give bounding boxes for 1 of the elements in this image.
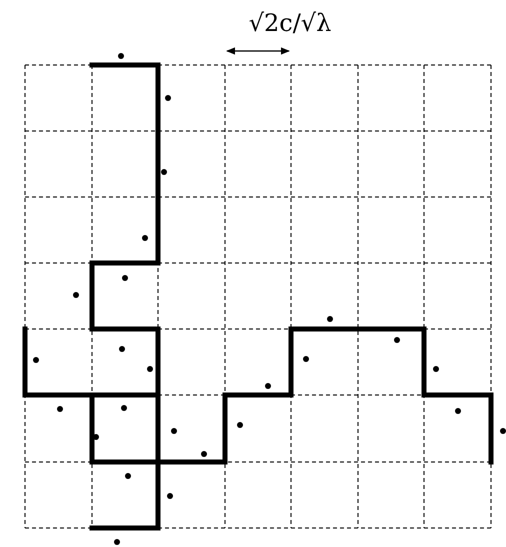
- dimension-label: √2c/√λ: [248, 8, 332, 38]
